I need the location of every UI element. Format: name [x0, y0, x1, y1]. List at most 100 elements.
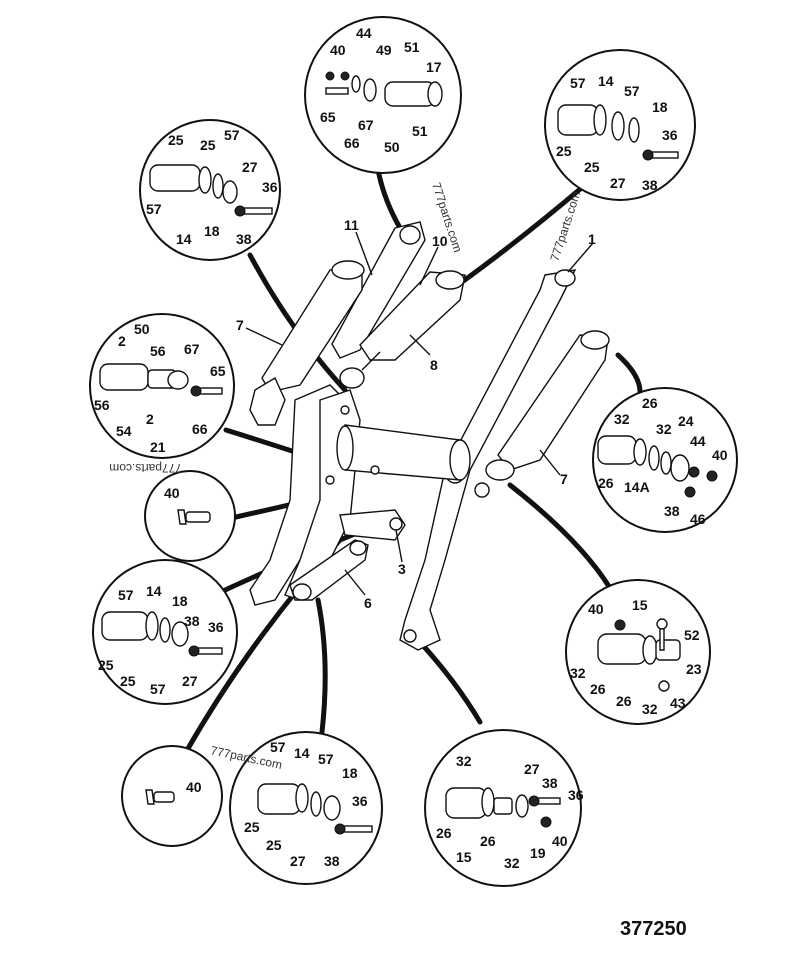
cross-shaft [344, 424, 461, 481]
callout-6: 6 [364, 595, 372, 611]
cam-plate [167, 370, 189, 390]
ram-8-rod [361, 351, 381, 371]
frame-hole-c [325, 475, 335, 485]
label-lower-left-0: 57 [118, 587, 134, 603]
label-top-right-6: 36 [662, 127, 678, 143]
label-lower-right-0: 40 [588, 601, 604, 617]
label-lower-right-8: 43 [670, 695, 686, 711]
label-top-right-0: 57 [570, 75, 586, 91]
label-bottom-right-9: 40 [552, 833, 568, 849]
ram-right-clevis [485, 459, 515, 481]
label-lower-right-5: 26 [590, 681, 606, 697]
label-bottom-center-2: 57 [318, 751, 334, 767]
label-right-mid-5: 40 [712, 447, 728, 463]
link-6-pivot-a [292, 583, 312, 601]
washer [363, 78, 377, 102]
label-bottom-right-6: 15 [456, 849, 472, 865]
label-top-center-0: 44 [356, 25, 372, 41]
cross-shaft-start [336, 425, 354, 471]
label-lower-left-7: 57 [150, 681, 166, 697]
label-right-mid-1: 26 [598, 475, 614, 491]
callout-7-right: 7 [560, 471, 568, 487]
label-bottom-center-5: 25 [244, 819, 260, 835]
label-top-right-5: 25 [584, 159, 600, 175]
label-bottom-center-4: 36 [352, 793, 368, 809]
lift-arm-end-hole [403, 629, 417, 643]
label-bottom-right-0: 32 [456, 753, 472, 769]
label-upper-left-6: 14 [176, 231, 192, 247]
leader-lower-right [507, 482, 613, 591]
callout-10: 10 [432, 233, 448, 249]
leader-bottom-center [315, 597, 328, 735]
label-upper-left-3: 27 [242, 159, 258, 175]
label-upper-left-7: 18 [204, 223, 220, 239]
link-6-pivot-b [349, 540, 367, 556]
watermark-3: 777parts.com [109, 461, 182, 475]
detail-circle-grease-nipple-mid: 40 [144, 470, 236, 562]
detail-circle-upper-left: 25 25 57 27 36 57 14 18 38 [139, 119, 281, 261]
label-upper-left-5: 57 [146, 201, 162, 217]
frame-hole-a [370, 465, 380, 475]
ram-left-eye [331, 260, 365, 280]
label-upper-left-1: 25 [200, 137, 216, 153]
label-lower-left-6: 25 [120, 673, 136, 689]
label-mid-left-1: 50 [134, 321, 150, 337]
lift-arm [399, 269, 577, 651]
detail-circle-mid-left: 2 50 56 67 65 56 54 2 66 21 [89, 313, 235, 459]
label-upper-left-2: 57 [224, 127, 240, 143]
label-nipple-mid-0: 40 [164, 485, 180, 501]
label-bottom-right-4: 26 [436, 825, 452, 841]
label-top-right-7: 27 [610, 175, 626, 191]
label-top-center-8: 50 [384, 139, 400, 155]
detail-circle-right-mid: 32 26 24 32 44 40 26 14A 38 46 [592, 387, 738, 533]
label-lower-right-1: 15 [632, 597, 648, 613]
detail-circle-lower-left: 57 14 18 38 36 25 25 57 27 [92, 559, 238, 705]
main-assembly [249, 221, 610, 651]
detail-circle-bottom-center: 57 14 57 18 36 25 25 27 38 [229, 731, 383, 885]
label-mid-left-6: 54 [116, 423, 132, 439]
ram-left-clevis [249, 376, 286, 426]
label-mid-left-5: 56 [94, 397, 110, 413]
callout-8: 8 [430, 357, 438, 373]
label-bottom-right-2: 38 [542, 775, 558, 791]
ram-right-pin [474, 482, 490, 498]
label-top-right-3: 18 [652, 99, 668, 115]
label-top-center-1: 40 [330, 42, 346, 58]
label-lower-left-1: 14 [146, 583, 162, 599]
nut [325, 71, 335, 81]
bracket-3 [339, 509, 406, 541]
link-11-pivot [399, 225, 421, 245]
callout-7-left: 7 [236, 317, 244, 333]
bolt [325, 87, 349, 95]
label-top-center-6: 67 [358, 117, 374, 133]
label-upper-left-0: 25 [168, 132, 184, 148]
assembly-callouts: 1 11 10 7 8 7 3 6 [236, 217, 596, 611]
label-mid-left-2: 56 [150, 343, 166, 359]
label-bottom-center-8: 38 [324, 853, 340, 869]
label-mid-left-0: 2 [118, 333, 126, 349]
ram-8-rod-end [339, 367, 365, 389]
link-6 [289, 539, 369, 601]
label-right-mid-6: 26 [642, 395, 658, 411]
label-mid-left-8: 66 [192, 421, 208, 437]
leader-top-center [375, 167, 403, 231]
label-mid-left-4: 65 [210, 363, 226, 379]
label-lower-left-4: 36 [208, 619, 224, 635]
ram-right-eye [580, 330, 610, 350]
label-upper-left-4: 36 [262, 179, 278, 195]
callout-1: 1 [588, 231, 596, 247]
label-mid-left-9: 21 [150, 439, 166, 455]
detail-circle-bottom-right: 32 27 38 36 26 26 15 32 19 40 [424, 729, 584, 887]
ram-8-eye [435, 270, 465, 290]
label-right-mid-7: 14A [624, 479, 650, 495]
label-bottom-right-3: 36 [568, 787, 584, 803]
leader-top-right [459, 182, 588, 285]
label-bottom-center-6: 25 [266, 837, 282, 853]
label-lower-right-4: 23 [686, 661, 702, 677]
drawing-reference-number: 377250 [620, 918, 687, 940]
label-bottom-right-5: 26 [480, 833, 496, 849]
label-right-mid-3: 32 [656, 421, 672, 437]
plate [670, 454, 690, 482]
